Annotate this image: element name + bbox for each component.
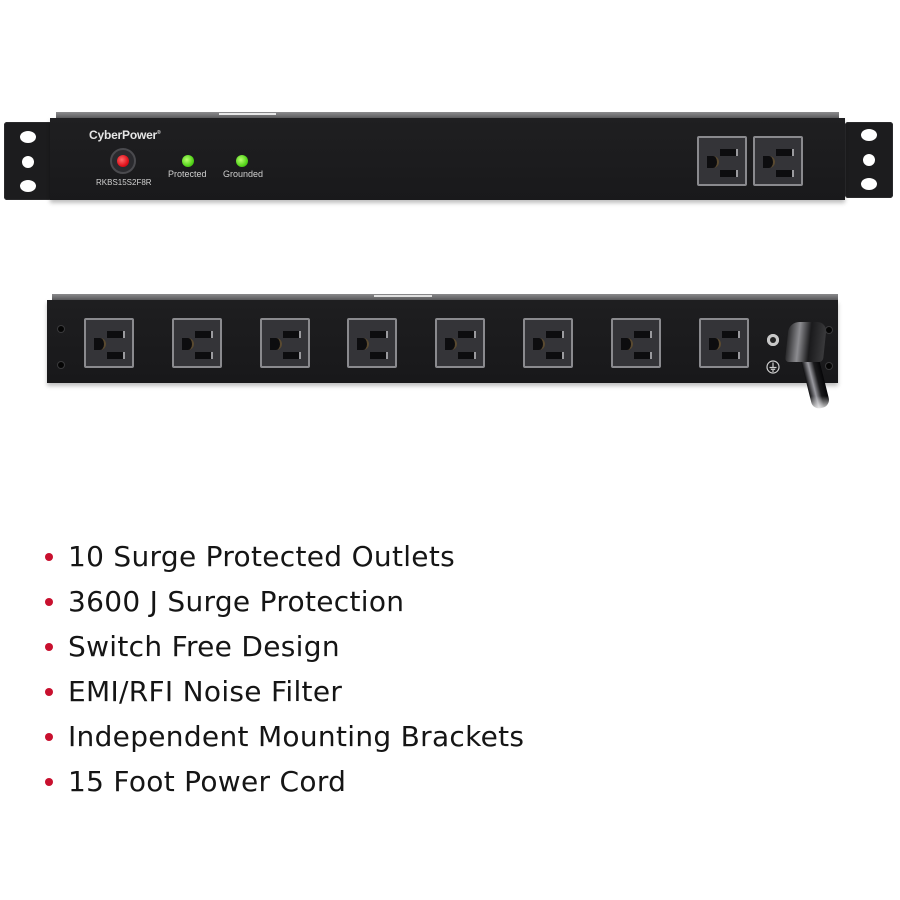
feature-item: 3600 J Surge Protection: [40, 579, 524, 624]
bullet-icon: [45, 553, 53, 561]
feature-item: Independent Mounting Brackets: [40, 714, 524, 759]
model-number: RKBS15S2F8R: [96, 178, 152, 187]
feature-text: EMI/RFI Noise Filter: [68, 675, 343, 708]
screw-icon: [826, 327, 832, 333]
bullet-icon: [45, 643, 53, 651]
grounded-led-icon: [236, 155, 248, 167]
power-led-icon: [117, 155, 129, 167]
right-mounting-bracket: [845, 122, 893, 198]
feature-item: 10 Surge Protected Outlets: [40, 534, 524, 579]
feature-item: EMI/RFI Noise Filter: [40, 669, 524, 714]
bullet-icon: [45, 598, 53, 606]
protected-led-icon: [182, 155, 194, 167]
bullet-icon: [45, 733, 53, 741]
rear-outlet: [84, 318, 134, 368]
feature-item: Switch Free Design: [40, 624, 524, 669]
feature-text: Switch Free Design: [68, 630, 340, 663]
bracket-hole: [20, 131, 36, 143]
rear-outlet: [523, 318, 573, 368]
rear-top-bevel: [52, 294, 838, 301]
screw-icon: [826, 363, 832, 369]
rear-outlet: [347, 318, 397, 368]
rear-outlet: [435, 318, 485, 368]
feature-text: Independent Mounting Brackets: [68, 720, 525, 753]
cord-strain-relief: [784, 322, 828, 362]
rear-outlet: [172, 318, 222, 368]
ground-post-icon: [767, 334, 779, 346]
feature-text: 15 Foot Power Cord: [68, 765, 347, 798]
feature-list: 10 Surge Protected Outlets 3600 J Surge …: [40, 534, 524, 804]
feature-item: 15 Foot Power Cord: [40, 759, 524, 804]
bullet-icon: [45, 778, 53, 786]
bracket-hole: [20, 180, 36, 192]
protected-label: Protected: [168, 169, 207, 179]
feature-text: 10 Surge Protected Outlets: [68, 540, 456, 573]
bullet-icon: [45, 688, 53, 696]
front-outlet: [753, 136, 803, 186]
cord-fade: [790, 396, 830, 412]
rear-outlet: [260, 318, 310, 368]
bracket-hole: [861, 129, 877, 141]
feature-text: 3600 J Surge Protection: [68, 585, 405, 618]
rear-outlet: [699, 318, 749, 368]
bracket-hole: [861, 178, 877, 190]
front-top-bevel: [56, 112, 839, 119]
rear-outlet: [611, 318, 661, 368]
power-button[interactable]: [110, 148, 136, 174]
ground-symbol-icon: [766, 360, 780, 374]
brand-logo: CyberPower®: [89, 128, 161, 142]
grounded-label: Grounded: [223, 169, 264, 179]
left-mounting-bracket: [4, 122, 52, 200]
front-outlet: [697, 136, 747, 186]
screw-icon: [58, 326, 64, 332]
bracket-hole: [22, 156, 34, 168]
screw-icon: [58, 362, 64, 368]
bracket-hole: [863, 154, 875, 166]
